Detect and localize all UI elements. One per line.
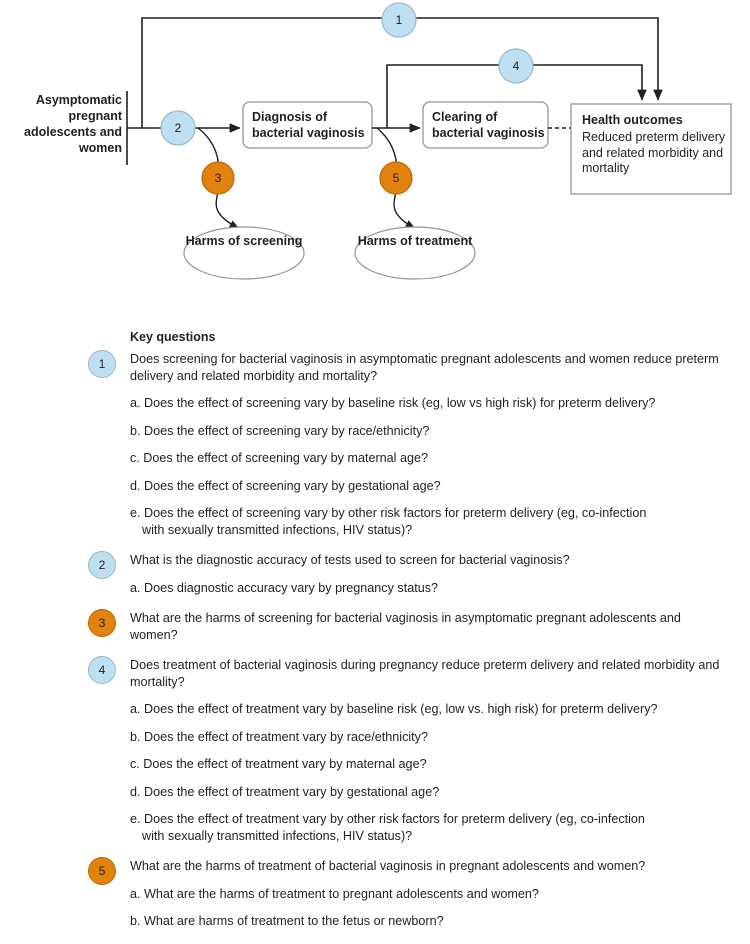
key-questions-heading: Key questions xyxy=(130,330,216,344)
health-outcomes-box xyxy=(570,103,732,195)
clearing-box-label: Clearing of bacterial vaginosis xyxy=(432,110,545,140)
harms-screening-ellipse xyxy=(183,226,305,280)
key-question-block: 5 What are the harms of treatment of bact… xyxy=(0,855,750,930)
node-3-number: 3 xyxy=(214,171,222,185)
health-outcomes-body: Reduced preterm delivery and related mor… xyxy=(582,130,726,175)
framework-svg xyxy=(126,2,732,280)
key-question-number-badge: 4 xyxy=(88,656,116,684)
key-question-text: What are the harms of screening for bact… xyxy=(130,611,681,642)
key-question-subitem: b. Does the effect of screening vary by … xyxy=(130,412,730,440)
diagnosis-box xyxy=(242,101,373,149)
key-question-block: 1 Does screening for bacterial vaginosis … xyxy=(0,348,750,538)
key-question-subitem: d. Does the effect of treatment vary by … xyxy=(130,773,730,801)
key-question-subitem: b. Does the effect of treatment vary by … xyxy=(130,718,730,746)
node-1-circle xyxy=(381,2,417,38)
key-question-text: Does screening for bacterial vaginosis i… xyxy=(130,352,719,383)
key-question-subitem: a. Does the effect of treatment vary by … xyxy=(130,690,730,718)
key-question-subitem: c. Does the effect of treatment vary by … xyxy=(130,745,730,773)
key-question-text: Does treatment of bacterial vaginosis du… xyxy=(130,658,720,689)
key-question-subitem: a. Does the effect of screening vary by … xyxy=(130,384,730,412)
key-question-subitem: a. What are the harms of treatment to pr… xyxy=(130,875,730,903)
key-question-subitem-text: c. Does the effect of screening vary by … xyxy=(130,451,428,465)
key-question-subitem: c. Does the effect of screening vary by … xyxy=(130,439,730,467)
key-question-block: 3 What are the harms of screening for bac… xyxy=(0,607,750,643)
key-question-subitem-text: a. Does diagnostic accuracy vary by preg… xyxy=(130,580,439,595)
key-question-block: 4 Does treatment of bacterial vaginosis d… xyxy=(0,654,750,844)
harms-treatment-ellipse xyxy=(354,226,476,280)
key-question-subitem-continuation: with sexually transmitted infections, HI… xyxy=(142,828,413,843)
node-2-number: 2 xyxy=(174,121,182,135)
node-5-number: 5 xyxy=(392,171,400,185)
key-question-subitem-text: b. Does the effect of screening vary by … xyxy=(130,423,430,438)
key-question-subitem-text: a. Does the effect of treatment vary by … xyxy=(130,702,658,716)
node-1-number: 1 xyxy=(395,13,403,27)
harms-treatment-label: Harms of treatment xyxy=(357,234,473,248)
key-question-number-badge: 5 xyxy=(88,857,116,885)
key-question-text: What are the harms of treatment of bacte… xyxy=(130,859,646,873)
diagnosis-box-label: Diagnosis of bacterial vaginosis xyxy=(252,110,365,140)
key-question-subitem-continuation: with sexually transmitted infections, HI… xyxy=(142,522,413,537)
key-question-subitem: e. Does the effect of screening vary by … xyxy=(130,494,730,538)
key-question-subitem-text: e. Does the effect of treatment vary by … xyxy=(130,812,645,826)
key-question-number-badge: 1 xyxy=(88,350,116,378)
key-question-subitem-text: c. Does the effect of treatment vary by … xyxy=(130,757,427,771)
key-question-subitem-text: d. Does the effect of treatment vary by … xyxy=(130,784,440,799)
key-question-subitem-text: b. What are harms of treatment to the fe… xyxy=(130,914,444,928)
key-question-block: 2 What is the diagnostic accuracy of test… xyxy=(0,549,750,596)
node-4-number: 4 xyxy=(512,59,520,73)
health-outcomes-title: Health outcomes xyxy=(582,113,683,127)
harms-screening-label: Harms of screening xyxy=(185,234,303,248)
analytic-framework-diagram: Asymptomatic pregnant adolescents and wo… xyxy=(0,0,750,300)
key-question-subitem: a. Does diagnostic accuracy vary by preg… xyxy=(130,569,730,597)
key-question-subitem-text: a. What are the harms of treatment to pr… xyxy=(130,886,539,901)
key-question-subitem: b. What are harms of treatment to the fe… xyxy=(130,902,730,930)
population-label: Asymptomatic pregnant adolescents and wo… xyxy=(24,93,122,155)
node-4-circle xyxy=(498,48,534,84)
key-question-subitem-text: d. Does the effect of screening vary by … xyxy=(130,478,441,493)
key-question-subitem-text: a. Does the effect of screening vary by … xyxy=(130,396,656,410)
node-3-circle xyxy=(201,161,235,195)
key-question-number-badge: 3 xyxy=(88,609,116,637)
node-2-circle xyxy=(160,110,196,146)
key-question-subitem: d. Does the effect of screening vary by … xyxy=(130,467,730,495)
key-question-text: What is the diagnostic accuracy of tests… xyxy=(130,553,570,567)
key-question-subitem: e. Does the effect of treatment vary by … xyxy=(130,800,730,844)
key-question-subitem-text: b. Does the effect of treatment vary by … xyxy=(130,729,428,744)
key-question-number-badge: 2 xyxy=(88,551,116,579)
key-question-subitem-text: e. Does the effect of screening vary by … xyxy=(130,506,647,520)
key-questions-list: 1 Does screening for bacterial vaginosis … xyxy=(0,348,750,941)
node-5-circle xyxy=(379,161,413,195)
clearing-box xyxy=(422,101,549,149)
